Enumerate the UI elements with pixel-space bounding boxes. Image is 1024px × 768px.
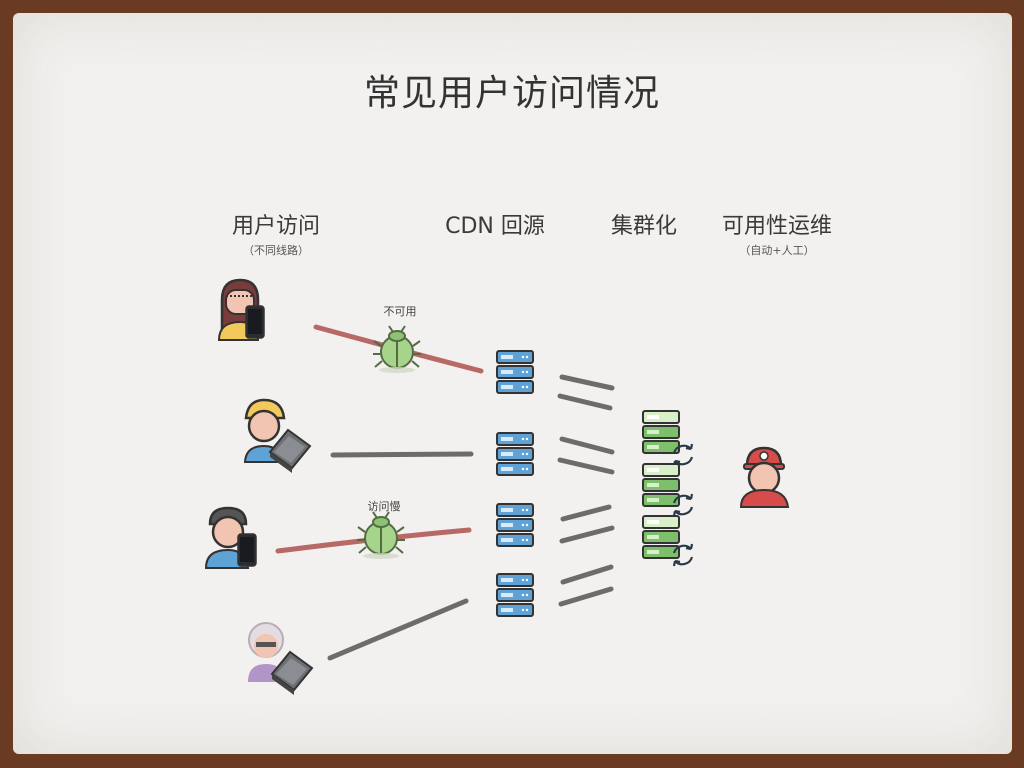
slide-title: 常见用户访问情况 [363,73,660,114]
engineer-icon [739,446,790,508]
woman-with-phone-icon [217,278,265,341]
issue-label-slow: 访问慢 [367,500,401,513]
link-user2-cdn2 [330,451,474,458]
cluster-server-icon-2 [642,463,680,507]
link-user4-cdn4 [327,598,469,661]
man-with-phone-icon [204,506,257,569]
column-heading-cdn-origin: CDN 回源 [445,214,545,239]
column-heading-user-access: 用户访问 [231,214,320,239]
column-subheading-user-access: （不同线路） [243,244,309,257]
cdn-server-icon-2 [496,432,534,476]
bug-icon-unavailable [372,325,422,374]
elder-with-laptop-icon [248,622,313,696]
column-subheading-ops: （自动+人工） [739,244,815,257]
issue-label-unavailable: 不可用 [383,305,417,318]
refresh-icon-1 [672,442,694,468]
man-with-laptop-icon [243,398,311,474]
cdn-server-icon-1 [496,350,534,394]
cluster-server-icon-1 [642,410,680,454]
column-heading-cluster: 集群化 [610,214,677,239]
cdn-cluster-links [557,374,615,607]
cdn-server-icon-3 [496,503,534,547]
column-heading-ops: 可用性运维 [721,214,832,239]
cdn-server-icon-4 [496,573,534,617]
bug-icon-slow [356,511,406,560]
